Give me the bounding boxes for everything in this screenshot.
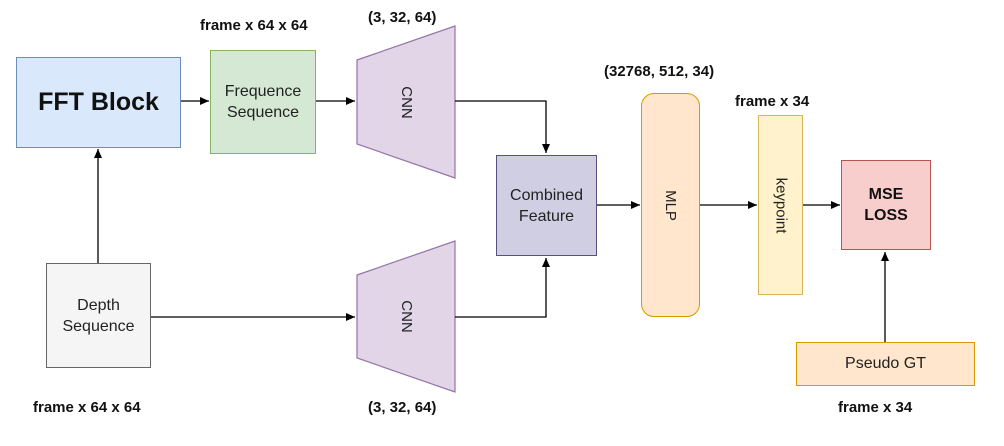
pseudo-gt-shape-label: frame x 34 xyxy=(838,399,913,416)
keypoint-label: keypoint xyxy=(772,177,789,233)
cnn-top-label: CNN xyxy=(397,85,415,119)
cnn-top-shape xyxy=(356,25,456,179)
pseudo-gt-node: Pseudo GT xyxy=(796,342,975,386)
pseudo-gt-label: Pseudo GT xyxy=(845,355,926,372)
combined-feature-node: Combined Feature xyxy=(496,155,597,256)
depth-shape-label: frame x 64 x 64 xyxy=(33,399,141,416)
fft-block-node: FFT Block xyxy=(16,57,181,148)
cnn-bottom-node: CNN xyxy=(357,241,455,392)
depth-sequence-label-line1: Depth xyxy=(77,296,120,314)
frequence-sequence-node: Frequence Sequence xyxy=(210,50,316,154)
arrow-cnn-bottom-to-combined xyxy=(455,258,550,318)
cnn-top-node: CNN xyxy=(357,26,455,178)
combined-feature-label-line1: Combined xyxy=(510,186,583,204)
keypoint-shape-label: frame x 34 xyxy=(735,93,810,110)
frequence-sequence-label-line1: Frequence xyxy=(224,83,302,100)
mse-loss-node: MSE LOSS xyxy=(841,160,931,250)
depth-sequence-node: Depth Sequence xyxy=(46,263,151,368)
cnn-bottom-shape xyxy=(356,240,456,393)
depth-sequence-label-line2: Sequence xyxy=(62,317,135,335)
arrow-cnn-top-to-combined xyxy=(455,100,550,153)
cnn-bottom-shape-label: (3, 32, 64) xyxy=(368,399,437,416)
keypoint-node: keypoint xyxy=(758,115,803,295)
cnn-top-shape-label: (3, 32, 64) xyxy=(368,9,437,26)
mlp-node: MLP xyxy=(641,93,700,317)
mse-loss-label-line2: LOSS xyxy=(864,207,908,224)
frequence-sequence-label-line2: Sequence xyxy=(226,104,300,121)
frequence-shape-label: frame x 64 x 64 xyxy=(200,17,308,34)
combined-feature-label-line2: Feature xyxy=(518,207,575,225)
mse-loss-label-line1: MSE xyxy=(868,186,904,203)
mlp-shape-label: (32768, 512, 34) xyxy=(604,63,715,80)
mlp-label: MLP xyxy=(662,189,679,221)
fft-block-label: FFT Block xyxy=(38,88,159,116)
cnn-bottom-label: CNN xyxy=(397,300,415,333)
